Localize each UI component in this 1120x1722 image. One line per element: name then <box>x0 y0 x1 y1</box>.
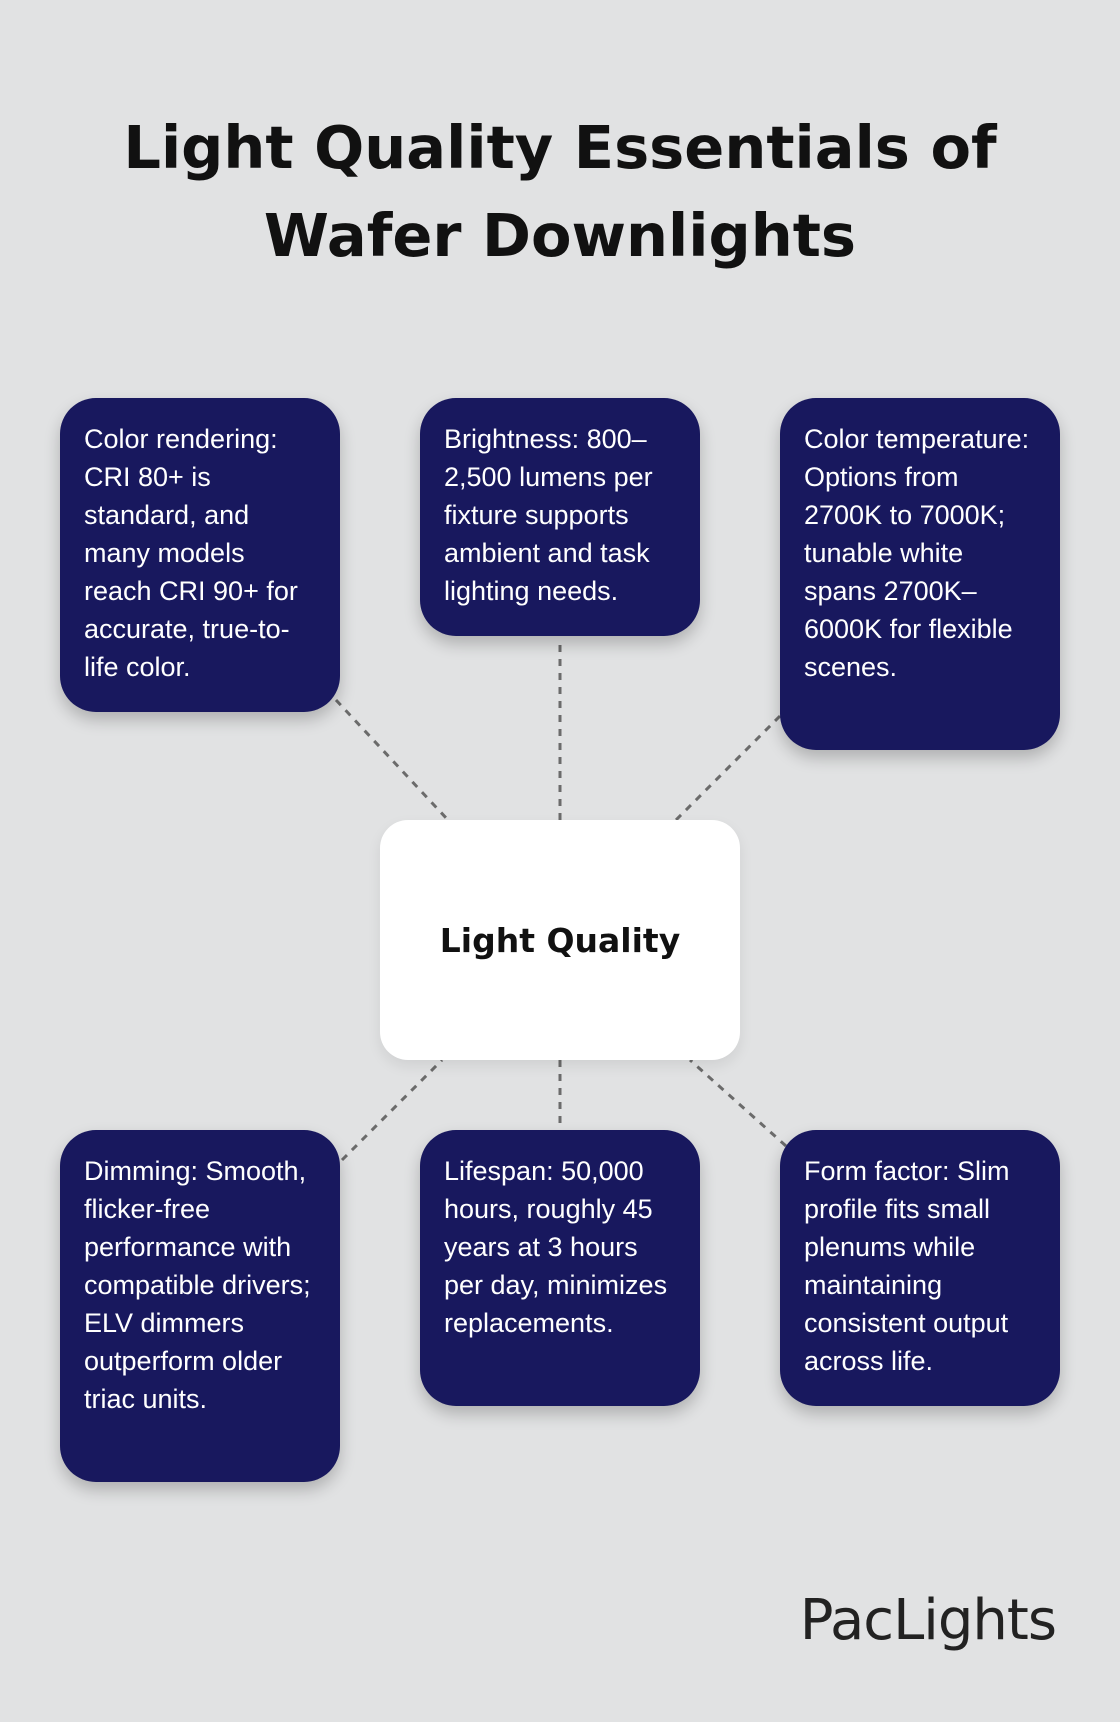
node-color-temperature: Color temperature: Options from 2700K to… <box>780 398 1060 750</box>
node-lifespan-text: Lifespan: 50,000 hours, roughly 45 years… <box>444 1156 668 1338</box>
node-brightness: Brightness: 800–2,500 lumens per fixture… <box>420 398 700 636</box>
connector-form-factor <box>688 1058 788 1148</box>
diagram-title: Light Quality Essentials of Wafer Downli… <box>123 113 997 270</box>
connector-color-rendering <box>334 698 450 822</box>
node-form-factor: Form factor: Slim profile fits small ple… <box>780 1130 1060 1406</box>
connector-color-temperature <box>674 714 782 822</box>
node-color-rendering: Color rendering: CRI 80+ is standard, an… <box>60 398 340 712</box>
node-lifespan: Lifespan: 50,000 hours, roughly 45 years… <box>420 1130 700 1406</box>
node-color-rendering-text: Color rendering: CRI 80+ is standard, an… <box>84 424 298 682</box>
node-color-temperature-text: Color temperature: Options from 2700K to… <box>804 424 1030 682</box>
node-dimming: Dimming: Smooth, flicker-free performanc… <box>60 1130 340 1482</box>
node-dimming-text: Dimming: Smooth, flicker-free performanc… <box>84 1156 311 1414</box>
center-node: Light Quality <box>380 820 740 1060</box>
paclights-logo: PacLights <box>799 1588 1057 1653</box>
connector-dimming <box>340 1058 444 1162</box>
node-brightness-text: Brightness: 800–2,500 lumens per fixture… <box>444 424 653 606</box>
center-node-label: Light Quality <box>439 920 681 960</box>
node-form-factor-text: Form factor: Slim profile fits small ple… <box>804 1156 1010 1376</box>
